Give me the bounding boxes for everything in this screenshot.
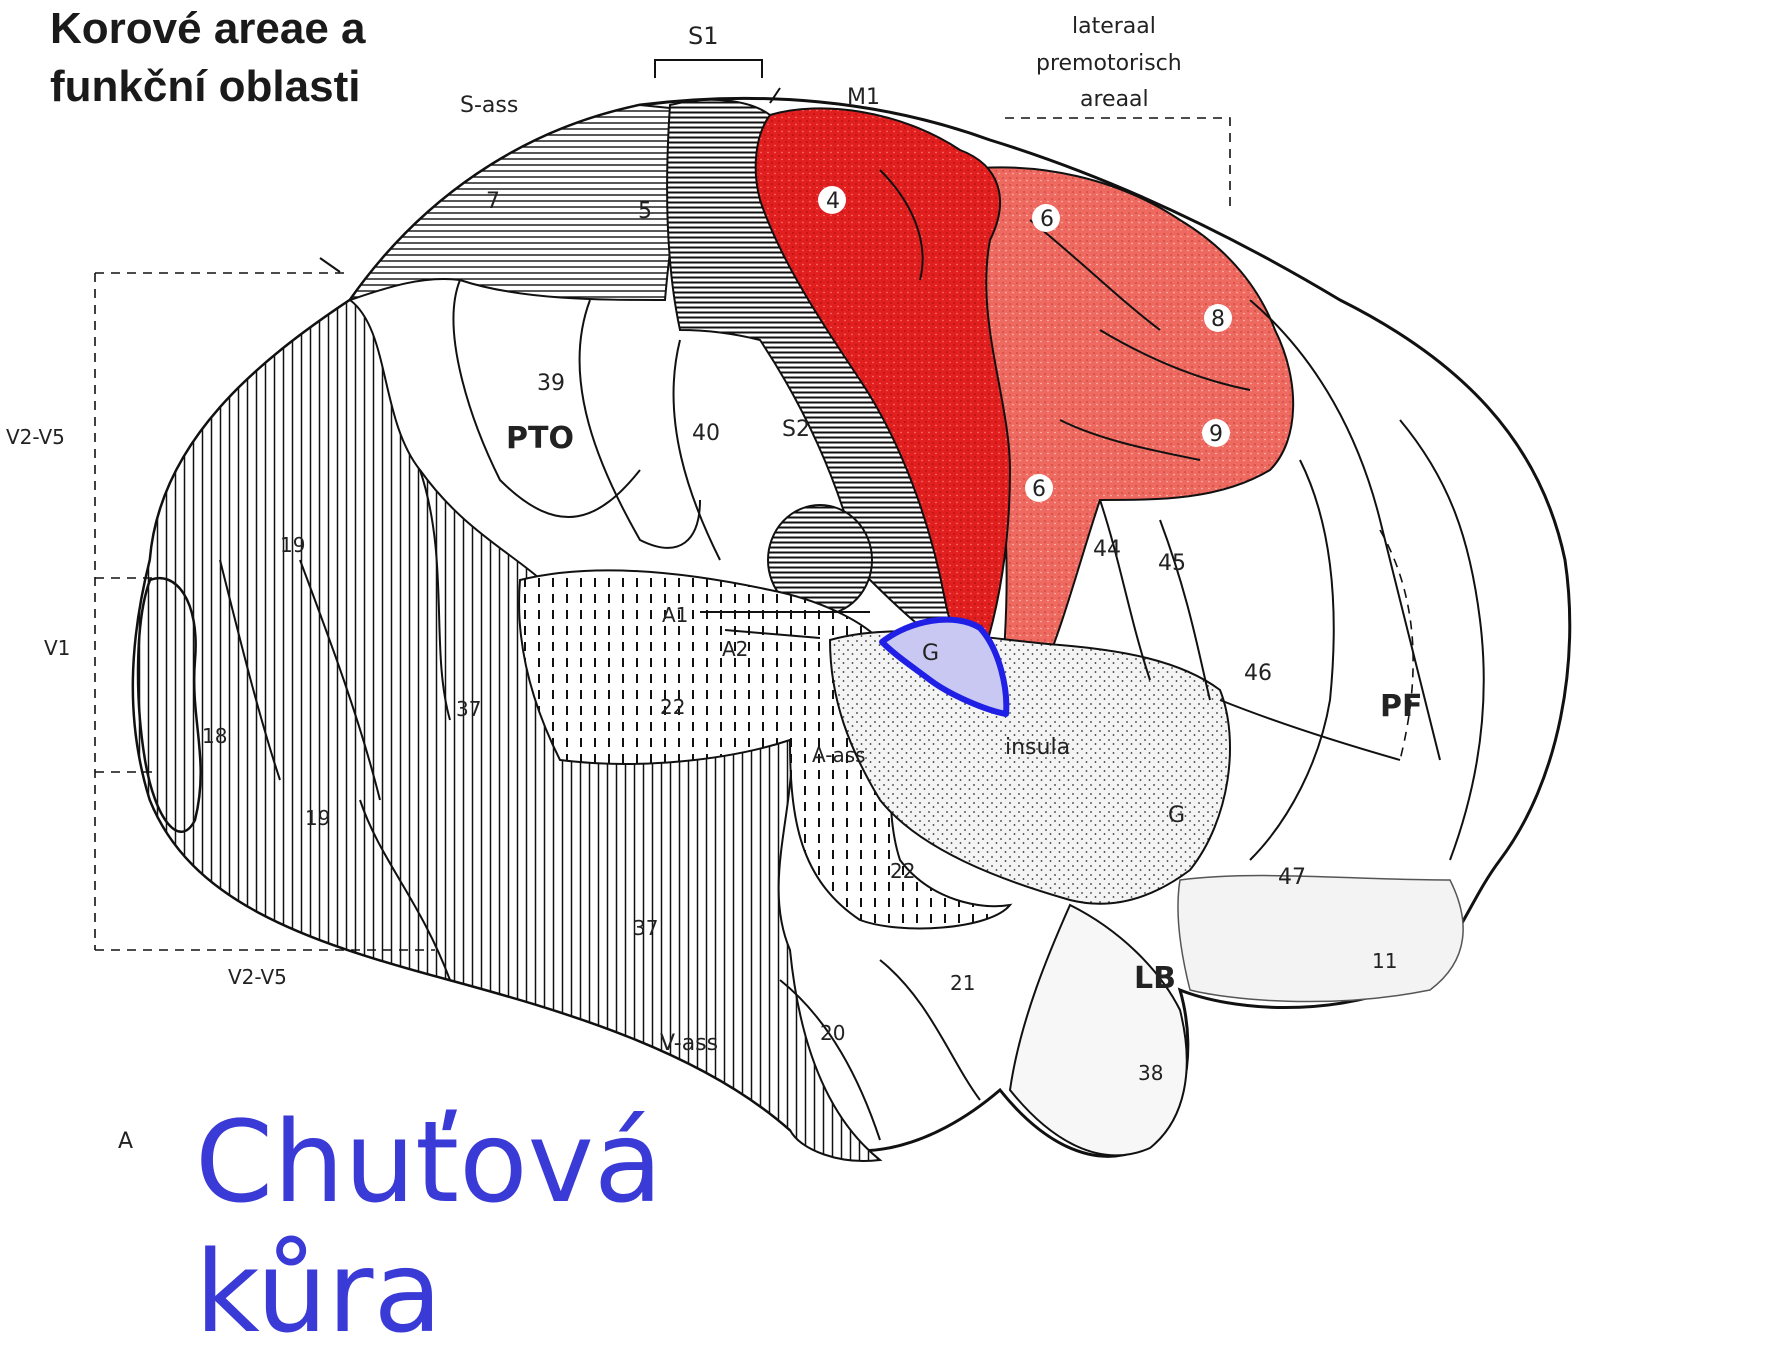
label-pf: PF [1380,689,1422,724]
label-gustatory-g: G [922,641,939,666]
label-s1: S1 [688,22,719,50]
label-area-11: 11 [1372,949,1397,973]
label-area-47: 47 [1278,865,1306,890]
label-g-lower: G [1168,803,1185,828]
label-insula: insula [1005,735,1070,760]
label-area-6-low: 6 [1032,477,1046,502]
label-v2v5-bottom: V2-V5 [228,965,287,989]
label-area-22-b: 22 [890,859,915,883]
label-area-9: 9 [1209,422,1223,447]
label-a2: A2 [722,637,748,661]
label-area-40: 40 [692,421,720,446]
caption-line-2: kůra [195,1228,442,1358]
label-area-37-b: 37 [633,916,658,940]
label-area-18: 18 [202,724,227,748]
label-figure-a: A [118,1129,133,1154]
label-area-38: 38 [1138,1061,1163,1085]
label-lateraal: lateraal [1072,14,1156,39]
label-area-19-low: 19 [305,806,330,830]
label-area-39: 39 [537,371,565,396]
label-area-44: 44 [1093,537,1121,562]
label-area-20: 20 [820,1021,845,1045]
label-area-4: 4 [826,189,840,214]
label-area-21: 21 [950,971,975,995]
label-areaal: areaal [1080,87,1149,112]
label-s-ass: S-ass [460,93,518,118]
region-orbital [1178,876,1463,1002]
label-a1: A1 [662,603,688,627]
label-area-8: 8 [1211,307,1225,332]
label-v1: V1 [44,636,70,660]
label-v-ass: V-ass [660,1031,718,1056]
label-area-22-a: 22 [660,695,685,719]
label-area-6-top: 6 [1040,207,1054,232]
caption-line-1: Chuťová [195,1098,663,1228]
label-pto: PTO [506,421,574,456]
label-area-37-a: 37 [456,697,481,721]
label-area-45: 45 [1158,551,1186,576]
label-a-ass: A-ass [812,743,866,767]
label-area-5: 5 [638,199,652,224]
label-area-46: 46 [1244,661,1272,686]
label-v2v5-left: V2-V5 [6,425,65,449]
label-area-7: 7 [486,189,500,214]
label-m1: M1 [847,85,880,110]
label-premotorisch: premotorisch [1036,51,1182,76]
label-s2: S2 [782,417,810,442]
label-area-19-top: 19 [280,533,305,557]
label-lb: LB [1134,961,1176,996]
